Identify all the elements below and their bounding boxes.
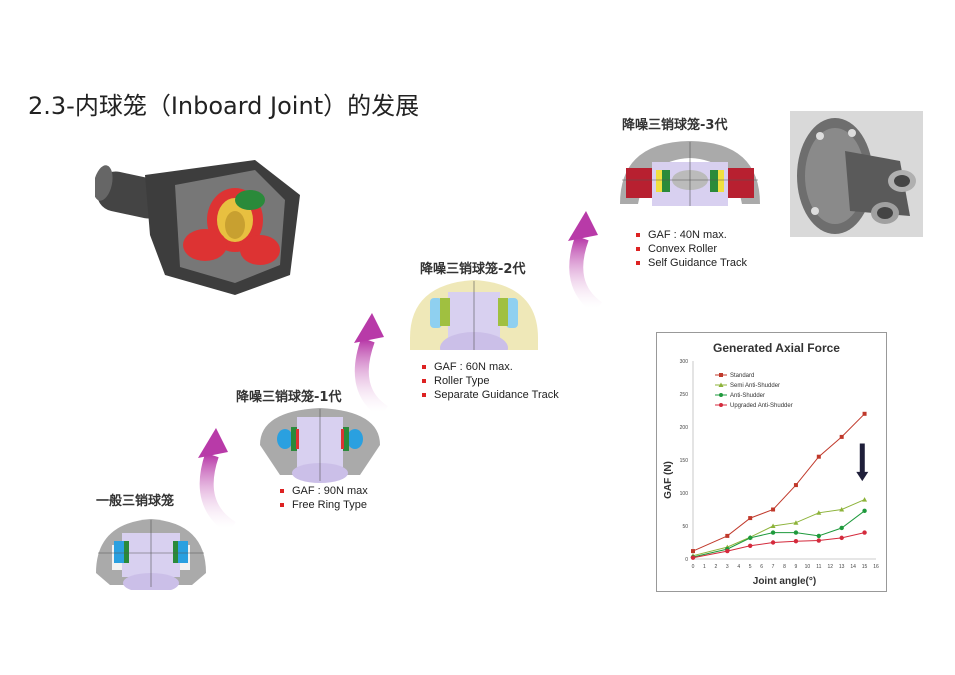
legend-marker <box>719 373 723 377</box>
series-line <box>692 532 865 559</box>
joint-photo <box>790 111 923 237</box>
data-point <box>862 497 868 502</box>
generation-0-label: 一般三销球笼 <box>96 494 175 509</box>
x-tick-label: 8 <box>783 564 786 570</box>
x-tick-label: 13 <box>839 564 845 570</box>
progress-arrow-1 <box>198 428 236 534</box>
data-point <box>816 533 822 539</box>
gen3-bullet: Convex Roller <box>634 242 747 256</box>
x-tick-label: 2 <box>714 564 717 570</box>
data-point <box>747 535 753 541</box>
x-tick-label: 11 <box>816 564 821 570</box>
gen2-bullet: Roller Type <box>420 374 559 388</box>
y-tick-label: 0 <box>685 557 688 563</box>
gen3-bullet: GAF : 40N max. <box>634 228 747 242</box>
data-point <box>747 543 753 548</box>
data-point <box>691 549 695 554</box>
x-axis-label: Joint angle(°) <box>753 576 816 587</box>
y-tick-label: 100 <box>680 491 689 497</box>
data-point <box>770 540 776 545</box>
data-point <box>690 555 696 560</box>
series-line <box>692 499 865 557</box>
series-line <box>692 510 865 558</box>
x-tick-label: 16 <box>873 564 879 570</box>
legend-label: Anti-Shudder <box>730 393 765 399</box>
data-point <box>839 525 844 531</box>
data-point <box>771 507 776 512</box>
x-tick-label: 4 <box>737 564 740 570</box>
generation-2-bullets: GAF : 60N max. Roller Type Separate Guid… <box>420 360 559 402</box>
legend-marker <box>719 403 723 407</box>
data-point <box>839 434 844 439</box>
data-point <box>793 530 799 535</box>
generation-1-bullets: GAF : 90N max Free Ring Type <box>278 484 368 512</box>
y-tick-label: 300 <box>680 359 689 365</box>
legend-label: Upgraded Anti-Shudder <box>730 403 793 409</box>
chart-title: Generated Axial Force <box>713 341 840 355</box>
x-tick-label: 7 <box>772 564 775 570</box>
data-point <box>793 538 799 544</box>
improvement-arrow-shaft <box>859 443 865 474</box>
inboard-joint-3d-illustration <box>95 160 300 295</box>
x-tick-label: 14 <box>850 564 856 570</box>
y-tick-label: 50 <box>682 524 688 530</box>
x-tick-label: 12 <box>827 564 833 570</box>
generation-2-label: 降噪三销球笼-2代 <box>420 262 526 277</box>
progress-arrow-3 <box>568 211 603 314</box>
data-point <box>839 535 844 541</box>
improvement-arrow-head <box>856 471 869 482</box>
x-tick-label: 9 <box>795 564 798 570</box>
data-point <box>816 538 822 543</box>
x-tick-label: 5 <box>749 564 752 570</box>
data-point <box>725 533 730 538</box>
data-point <box>839 507 845 512</box>
y-tick-label: 150 <box>680 458 689 464</box>
legend-label: Semi Anti-Shudder <box>730 383 780 389</box>
y-tick-label: 200 <box>680 425 689 431</box>
data-point <box>770 530 776 535</box>
data-point <box>793 483 798 488</box>
x-tick-label: 0 <box>692 564 695 570</box>
x-tick-label: 6 <box>760 564 763 570</box>
legend-marker <box>719 393 723 397</box>
generation-3-bullets: GAF : 40N max. Convex Roller Self Guidan… <box>634 228 747 270</box>
gen1-cross-section <box>260 408 380 483</box>
gen2-cross-section <box>410 280 538 350</box>
gen1-bullet: Free Ring Type <box>278 498 368 512</box>
progress-arrow-2 <box>354 313 389 418</box>
data-point <box>770 523 776 528</box>
data-point <box>793 520 799 525</box>
series-line <box>692 413 865 552</box>
data-point <box>862 530 867 535</box>
x-tick-label: 3 <box>726 564 729 570</box>
gen3-bullet: Self Guidance Track <box>634 256 747 270</box>
x-tick-label: 10 <box>805 564 811 570</box>
legend-label: Standard <box>730 373 754 379</box>
gen1-bullet: GAF : 90N max <box>278 484 368 498</box>
data-point <box>725 548 730 554</box>
gen3-cross-section <box>620 141 760 206</box>
gen2-bullet: GAF : 60N max. <box>420 360 559 374</box>
x-tick-label: 15 <box>862 564 868 570</box>
data-point <box>862 508 867 514</box>
data-point <box>748 516 753 521</box>
y-tick-label: 250 <box>680 392 689 398</box>
generation-3-label: 降噪三销球笼-3代 <box>622 118 728 133</box>
x-tick-label: 1 <box>703 564 706 570</box>
legend-marker <box>718 382 724 387</box>
data-point <box>816 454 821 459</box>
page-title: 2.3-内球笼（Inboard Joint）的发展 <box>28 92 420 120</box>
generation-1-label: 降噪三销球笼-1代 <box>236 390 342 405</box>
y-axis-label: GAF (N) <box>663 461 674 499</box>
generic-tripod-cross-section <box>96 519 206 590</box>
data-point <box>816 510 822 515</box>
data-point <box>862 411 867 416</box>
gen2-bullet: Separate Guidance Track <box>420 388 559 402</box>
